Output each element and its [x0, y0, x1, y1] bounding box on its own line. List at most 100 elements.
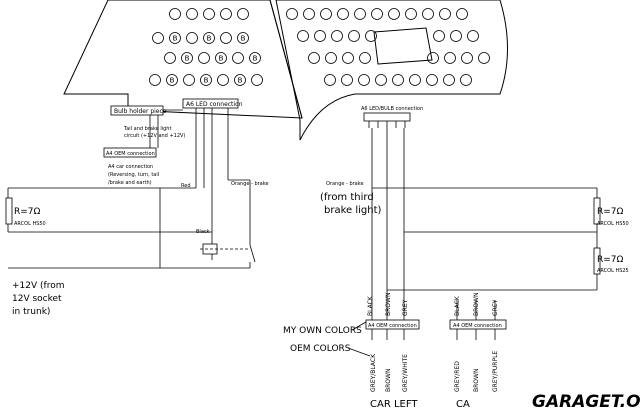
conn1-top-1: BLACK	[367, 295, 374, 316]
led-circle	[183, 74, 195, 86]
right-lamp-led-grid	[286, 8, 490, 86]
conn2-top-3: GREY	[492, 299, 499, 316]
led-bulb-mark: B	[204, 76, 209, 84]
right-lamp-housing	[275, 0, 508, 141]
led-bulb-mark: B	[207, 34, 212, 42]
brake-note-1: (from third	[320, 192, 374, 203]
led-circle	[359, 52, 371, 64]
a4-car-note-3: /brake and earth)	[108, 180, 152, 186]
conn1-bottom-2: BROWN	[385, 369, 392, 392]
lamp-window	[373, 27, 433, 65]
led-circle	[375, 74, 387, 86]
led-circle	[444, 52, 456, 64]
led-circle	[348, 30, 360, 42]
led-circle	[220, 8, 232, 20]
led-circle	[422, 8, 434, 20]
power-note-1: +12V (from	[12, 281, 64, 291]
led-circle	[308, 52, 320, 64]
right-circuit: A6 LED/BULB connection Orange - brake (f…	[283, 106, 629, 410]
a4-car-note-1: A4 car connection	[108, 164, 153, 170]
led-circle	[169, 32, 181, 44]
resistor-left-model: ARCOL HS50	[14, 221, 46, 227]
relay-switch	[249, 244, 256, 263]
led-circle	[234, 74, 246, 86]
led-circle	[166, 74, 178, 86]
led-circle	[314, 30, 326, 42]
resistor-right-2-label: R=7Ω	[597, 255, 624, 265]
conn1-top-3: GREY	[402, 299, 409, 316]
wire-orange-label-right: Orange - brake	[326, 181, 364, 187]
led-circle	[251, 74, 263, 86]
led-circle	[450, 30, 462, 42]
wire-orange-label-left: Orange - brake	[231, 181, 269, 187]
a6-led-label: A6 LED connection	[186, 101, 243, 108]
led-circle	[342, 52, 354, 64]
conn1-bottom-3: GREY/WHITE	[402, 354, 409, 392]
led-circle	[217, 74, 229, 86]
led-circle	[237, 8, 249, 20]
led-circle	[164, 52, 176, 64]
brake-note-2: brake light)	[324, 205, 382, 216]
conn1-label: A4 OEM connection	[368, 323, 417, 329]
led-circle	[439, 8, 451, 20]
led-circle	[249, 52, 261, 64]
conn2-bottom-2: BROWN	[473, 369, 480, 392]
led-circle	[200, 74, 212, 86]
my-own-colors-label: MY OWN COLORS	[283, 326, 362, 336]
bulb-holder-box	[110, 105, 164, 116]
a6-ledbulb-label: A6 LED/BULB connection	[361, 106, 423, 112]
led-circle	[181, 52, 193, 64]
led-bulb-mark: B	[185, 54, 190, 62]
conn1-bottom-1: GREY/BLACK	[370, 353, 377, 392]
a4-oem-label-left: A4 OEM connection	[106, 151, 155, 157]
led-circle	[392, 74, 404, 86]
led-circle	[149, 74, 161, 86]
conn2-label: A4 OEM connection	[453, 323, 502, 329]
led-circle	[409, 74, 421, 86]
led-circle	[427, 52, 439, 64]
led-circle	[303, 8, 315, 20]
wire-black-label: Black	[196, 229, 210, 235]
led-circle	[358, 74, 370, 86]
resistor-right-2	[593, 247, 601, 275]
led-circle	[325, 52, 337, 64]
led-circle	[203, 32, 215, 44]
led-circle	[460, 74, 472, 86]
led-circle	[169, 8, 181, 20]
led-circle	[443, 74, 455, 86]
tail-brake-note-1: Tail and brake light	[123, 126, 171, 132]
led-circle	[478, 52, 490, 64]
a4-car-note-2: (Reversing, turn, tail	[108, 172, 159, 178]
led-circle	[320, 8, 332, 20]
led-circle	[324, 74, 336, 86]
led-bulb-mark: B	[173, 34, 178, 42]
conn2-bottom-3: GREY/PURPLE	[492, 351, 499, 392]
conn2-bottom-1: GREY/RED	[454, 361, 461, 392]
led-circle	[371, 8, 383, 20]
a4-oem-connector-right-car: BLACK BROWN GREY A4 OEM connection GREY/…	[449, 293, 507, 392]
a6-ledbulb-box	[363, 112, 411, 122]
led-circle	[286, 8, 298, 20]
bulb-holder-label: Bulb holder piece	[114, 108, 167, 115]
car-left-label: CAR LEFT	[370, 399, 418, 410]
led-circle	[341, 74, 353, 86]
led-circle	[354, 8, 366, 20]
conn1-top-2: BROWN	[385, 293, 392, 316]
led-circle	[215, 52, 227, 64]
led-circle	[405, 8, 417, 20]
led-bulb-mark: B	[238, 76, 243, 84]
car-right-label-partial: CA	[456, 399, 470, 410]
led-circle	[337, 8, 349, 20]
oem-colors-label: OEM COLORS	[290, 344, 351, 354]
led-circle	[297, 30, 309, 42]
resistor-left-label: R=7Ω	[14, 207, 41, 217]
a6-led-box	[182, 98, 239, 109]
watermark: GARAGET.ORG	[531, 391, 640, 414]
led-circle	[331, 30, 343, 42]
conn2-top-2: BROWN	[473, 293, 480, 316]
watermark-text: GARAGET.ORG	[532, 392, 640, 412]
resistor-right-2-model: ARCOL HS25	[597, 268, 629, 274]
